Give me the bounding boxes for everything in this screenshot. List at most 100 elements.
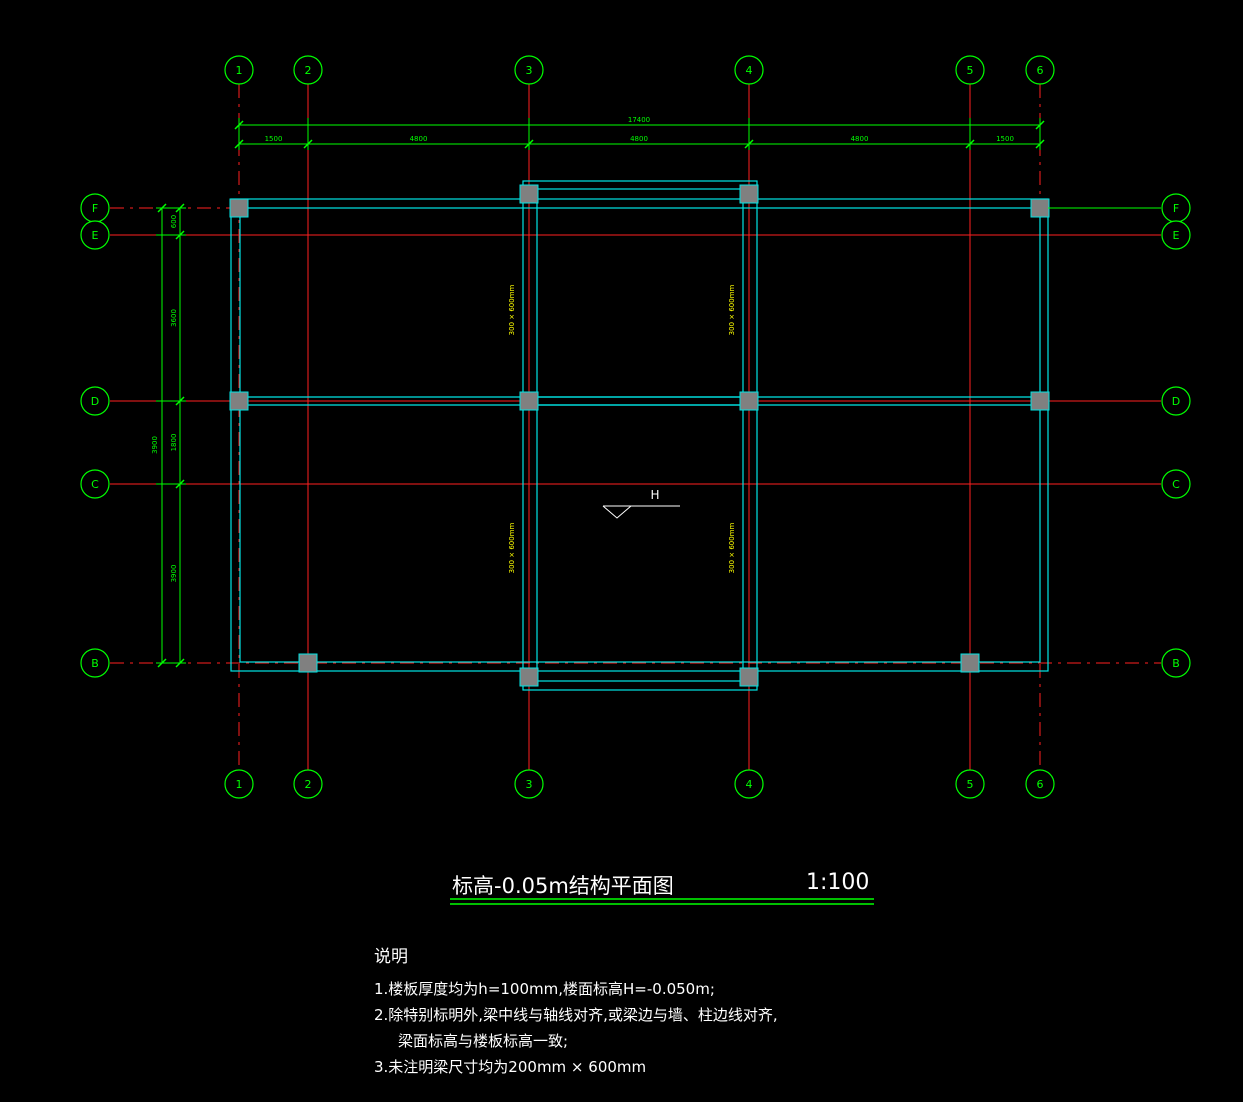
drawing-title: 标高-0.05m结构平面图 bbox=[452, 874, 674, 898]
axis-label: F bbox=[1173, 202, 1179, 215]
axis-bubble bbox=[80, 386, 110, 416]
notes-heading: 说明 bbox=[374, 947, 408, 967]
beam-size-label: 300 × 600mm bbox=[728, 522, 736, 573]
dimension-text: 4800 bbox=[851, 135, 869, 143]
axis-label: 4 bbox=[746, 64, 753, 77]
axis-bubble bbox=[1161, 469, 1191, 499]
axis-label: C bbox=[1172, 478, 1180, 491]
beam-size-label: 300 × 600mm bbox=[508, 284, 516, 335]
axis-bubble bbox=[293, 55, 323, 85]
dimension-tick bbox=[965, 139, 975, 149]
beam-gap bbox=[537, 398, 743, 404]
beam-outline bbox=[522, 180, 758, 691]
axis-bubble bbox=[80, 469, 110, 499]
axis-label: 6 bbox=[1037, 778, 1044, 791]
axis-bubble bbox=[514, 55, 544, 85]
axis-bubble bbox=[1025, 55, 1055, 85]
note-item: 2.除特别标明外,梁中线与轴线对齐,或梁边与墙、柱边线对齐, bbox=[374, 1006, 778, 1024]
dimension-tick bbox=[234, 139, 244, 149]
dimension-tick bbox=[175, 479, 185, 489]
column bbox=[229, 198, 249, 218]
dimension-tick bbox=[175, 658, 185, 668]
axis-label: 6 bbox=[1037, 64, 1044, 77]
axis-bubble bbox=[1161, 386, 1191, 416]
column bbox=[1030, 198, 1050, 218]
dimension-text: 1500 bbox=[996, 135, 1014, 143]
dimension-text: 600 bbox=[170, 215, 178, 228]
axis-label: 4 bbox=[746, 778, 753, 791]
note-item: 梁面标高与楼板标高一致; bbox=[398, 1032, 569, 1050]
column bbox=[519, 391, 539, 411]
dimension-text: 3900 bbox=[151, 436, 159, 454]
dimension-text: 4800 bbox=[410, 135, 428, 143]
axis-label: 2 bbox=[305, 778, 312, 791]
dimension-tick bbox=[1035, 139, 1045, 149]
axis-bubble bbox=[1161, 220, 1191, 250]
axis-bubble bbox=[734, 55, 764, 85]
axis-label: C bbox=[91, 478, 99, 491]
axis-bubble bbox=[224, 55, 254, 85]
axis-bubble bbox=[955, 55, 985, 85]
beam-outline bbox=[536, 188, 744, 682]
elevation-symbol bbox=[602, 505, 632, 519]
beam-outline bbox=[239, 207, 1041, 663]
axis-label: 3 bbox=[526, 64, 533, 77]
axis-label: D bbox=[91, 395, 99, 408]
axis-bubble bbox=[80, 220, 110, 250]
dimension-tick bbox=[524, 139, 534, 149]
axis-label: 3 bbox=[526, 778, 533, 791]
column bbox=[298, 653, 318, 673]
drawing-scale: 1:100 bbox=[806, 870, 870, 895]
axis-label: 2 bbox=[305, 64, 312, 77]
axis-bubble bbox=[514, 769, 544, 799]
dimension-tick bbox=[303, 139, 313, 149]
axis-label: B bbox=[1172, 657, 1180, 670]
dimension-text: 3600 bbox=[170, 309, 178, 327]
axis-label: 1 bbox=[236, 778, 243, 791]
axis-label: D bbox=[1172, 395, 1180, 408]
note-item: 1.楼板厚度均为h=100mm,楼面标高H=-0.050m; bbox=[374, 980, 715, 998]
axis-bubble bbox=[224, 769, 254, 799]
beam-outline bbox=[230, 198, 1049, 672]
dimension-tick bbox=[175, 203, 185, 213]
dimension-text: 4800 bbox=[630, 135, 648, 143]
column bbox=[739, 184, 759, 204]
axis-label: 5 bbox=[967, 64, 974, 77]
dimension-text: 1500 bbox=[265, 135, 283, 143]
axis-label: E bbox=[1173, 229, 1180, 242]
dimension-tick bbox=[157, 658, 167, 668]
beam-size-label: 300 × 600mm bbox=[508, 522, 516, 573]
dimension-tick bbox=[234, 120, 244, 130]
dimension-tick bbox=[175, 396, 185, 406]
axis-label: 1 bbox=[236, 64, 243, 77]
axis-bubble bbox=[293, 769, 323, 799]
axis-label: 5 bbox=[967, 778, 974, 791]
elevation-label: H bbox=[650, 488, 659, 502]
dimension-tick bbox=[157, 203, 167, 213]
column bbox=[739, 391, 759, 411]
axis-bubble bbox=[734, 769, 764, 799]
column bbox=[229, 391, 249, 411]
axis-label: B bbox=[91, 657, 99, 670]
dimension-tick bbox=[744, 139, 754, 149]
dimension-tick bbox=[175, 230, 185, 240]
column bbox=[960, 653, 980, 673]
note-item: 3.未注明梁尺寸均为200mm × 600mm bbox=[374, 1058, 647, 1076]
axis-bubble bbox=[955, 769, 985, 799]
axis-bubble bbox=[80, 648, 110, 678]
column bbox=[739, 667, 759, 687]
beam-size-label: 300 × 600mm bbox=[728, 284, 736, 335]
axis-label: E bbox=[92, 229, 99, 242]
axis-label: F bbox=[92, 202, 98, 215]
dimension-text: 17400 bbox=[628, 116, 650, 124]
axis-bubble bbox=[1025, 769, 1055, 799]
column bbox=[519, 184, 539, 204]
notes-block: 说明 1.楼板厚度均为h=100mm,楼面标高H=-0.050m; 2.除特别标… bbox=[374, 944, 778, 1080]
column bbox=[1030, 391, 1050, 411]
title-underline bbox=[450, 898, 874, 905]
axis-bubble bbox=[1161, 648, 1191, 678]
dimension-text: 1800 bbox=[170, 434, 178, 452]
dimension-tick bbox=[1035, 120, 1045, 130]
dimension-text: 3900 bbox=[170, 565, 178, 583]
